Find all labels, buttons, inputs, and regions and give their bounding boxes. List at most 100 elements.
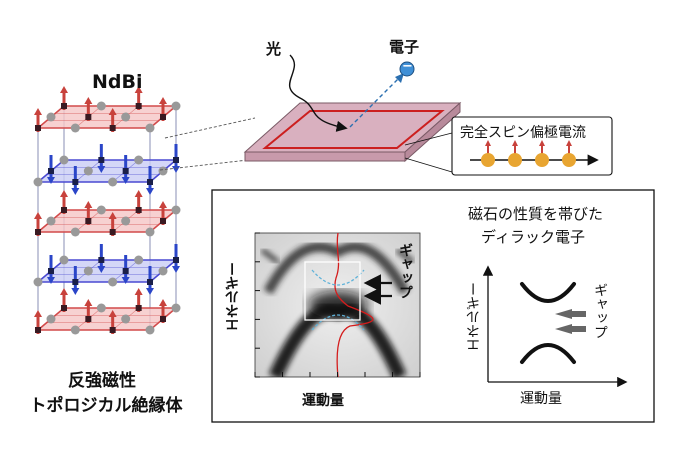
up-spin-arrowhead [60,190,68,197]
up-spin-arrowhead [60,86,68,93]
nd-atom [85,316,92,322]
arpes-energy-axis-label: エネルギー [225,262,241,332]
photoelectron-path [349,76,401,128]
bi-atom [70,227,80,237]
up-spin-arrowhead [134,288,143,295]
nd-atom [72,179,79,185]
up-spin-arrowhead [108,310,117,317]
spin-up-arrowhead [539,140,545,146]
nd-atom [85,114,92,120]
bi-atom [59,155,69,165]
bi-atom [96,101,106,111]
nd-atom [98,257,105,263]
bi-atom [33,177,43,187]
bi-atom [158,266,168,276]
bi-atom [70,123,80,133]
nd-atom [122,268,129,274]
nd-atom [35,125,41,131]
down-spin-arrowhead [97,266,106,273]
bi-atom [83,166,93,176]
up-spin-arrowhead [134,190,143,197]
nd-atom [98,157,105,163]
bi-atom [83,266,93,276]
bi-atom [145,227,155,237]
nd-atom [173,257,179,263]
schematic-dirac-cone [482,265,628,388]
bi-atom [171,101,181,111]
nd-atom [61,305,67,311]
panel-title-line1: 磁石の性質を帯びた [468,205,604,223]
nd-atom [85,218,92,224]
material-label: NdBi [92,71,143,93]
nd-atom [160,114,166,120]
gap-arrow-schematic-upper [555,309,572,319]
up-spin-arrowhead [134,86,143,93]
nd-atom [48,168,54,174]
down-spin-arrowhead [146,188,154,195]
crystal-layer-blue [35,159,179,183]
electron-label: 電子 [389,38,420,56]
thin-film [243,101,462,163]
arpes-gap-label: ギャップ [397,243,413,299]
spin-polarized-electron [535,153,549,167]
nd-atom [160,218,166,224]
bi-atom [46,216,56,226]
crystal-layer-blue [35,259,179,283]
nd-atom [135,103,142,109]
up-spin-arrowhead [34,108,42,115]
up-spin-arrowhead [108,212,117,219]
electron-icon [399,61,415,77]
arpes-image [254,232,421,378]
bi-atom [171,205,181,215]
bi-atom [59,255,69,265]
electron-charge-symbol: − [402,59,413,74]
down-spin-arrowhead [71,288,80,295]
panel-title-line2: ディラック電子 [481,228,585,246]
edge-current-loop [262,110,445,149]
down-spin-arrowhead [121,177,130,184]
nd-atom [109,229,116,235]
bi-atom [158,166,168,176]
bi-atom [108,277,118,287]
up-spin-arrowhead [34,212,42,219]
up-spin-arrowhead [159,97,167,104]
up-spin-arrowhead [60,288,68,295]
bi-atom [96,303,106,313]
caption-topological-insulator: トポロジカル絶縁体 [29,396,183,416]
down-spin-arrowhead [47,177,55,184]
bi-atom [70,325,80,335]
up-spin-arrowhead [159,299,167,306]
crystal-layer-red [35,209,179,233]
spin-polarized-electron [562,153,576,167]
up-spin-arrowhead [34,310,42,317]
gap-arrow-schematic-lower [555,324,572,334]
nd-atom [109,125,116,131]
bi-atom [145,325,155,335]
up-spin-arrowhead [84,97,93,104]
down-spin-arrowhead [172,166,180,173]
spin-current-label: 完全スピン偏極電流 [460,125,586,141]
up-spin-arrowhead [108,108,117,115]
schematic-momentum-axis-label: 運動量 [520,391,562,407]
down-spin-arrowhead [172,266,180,273]
arpes-momentum-axis-label: 運動量 [302,393,344,409]
light-label: 光 [266,40,282,58]
spin-box-connector-bottom [404,157,453,173]
bi-atom [145,123,155,133]
bi-atom [46,314,56,324]
bi-atom [46,112,56,122]
nd-atom [173,157,179,163]
spin-up-arrowhead [566,140,572,146]
bi-atom [121,314,131,324]
down-spin-arrowhead [71,188,80,195]
bi-atom [134,155,144,165]
caption-antiferromagnetic: 反強磁性 [68,371,136,391]
spin-up-arrowhead [485,140,491,146]
spin-polarized-electron [481,153,495,167]
spin-box-connector-top [404,132,453,146]
spin-dots [481,140,576,167]
nd-atom [48,268,54,274]
nd-atom [135,207,142,213]
down-spin-arrowhead [97,166,106,173]
